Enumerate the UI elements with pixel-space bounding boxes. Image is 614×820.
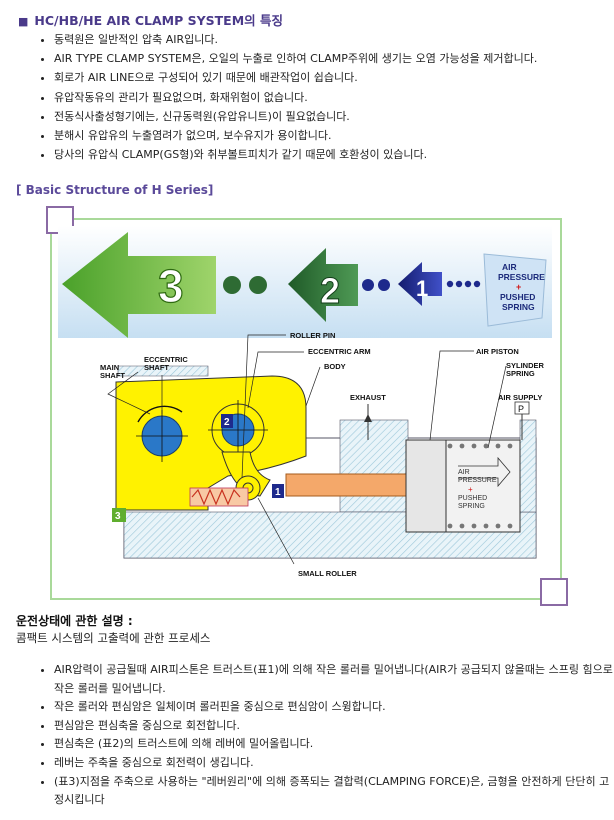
cylinder-spring-dots [447,443,513,529]
list-item: 당사의 유압식 CLAMP(GS형)와 취부볼트피치가 같기 때문에 호환성이 … [54,145,614,164]
dot [378,279,390,291]
arrow-step-1 [398,262,442,306]
feature-list: 동력원은 일반적인 압축 AIR입니다. AIR TYPE CLAMP SYST… [36,30,614,164]
list-item: 편심암은 편심축을 중심으로 회전합니다. [54,717,614,736]
label-cylinder-spring: SYLINDER [506,361,545,370]
inner-arrow [458,456,511,488]
air-label-line: PUSHED [500,292,535,302]
inner-air-text: SPRING [458,503,485,510]
yellow-lever [115,375,307,511]
list-item: 작은 롤러와 편심암은 일체이며 롤러핀을 중심으로 편심암이 스윙합니다. [54,698,614,717]
operation-title: 운전상태에 관한 설명 : [16,614,133,628]
list-item: 전동식사출성형기에는, 신규동력원(유압유니트)이 필요없습니다. [54,107,614,126]
list-item: 편심축은 (표2)의 트러스트에 의해 레버에 밀어올립니다. [54,735,614,754]
air-label-card [483,253,547,327]
label-eccentric-shaft: ECCENTRIC [144,355,188,364]
label-eccentric-shaft: SHAFT [144,363,169,372]
square-bullet-icon: ■ [18,15,29,28]
label-roller-pin: ROLLER PIN [290,331,335,340]
port-p-box [514,401,530,415]
marker-1 [272,484,284,498]
list-item: 분해시 유압유의 누출염려가 없으며, 보수유지가 용이합니다. [54,126,614,145]
label-exhaust: EXHAUST [350,393,386,402]
marker-3 [112,508,126,522]
clamp-structure-diagram: 3 2 1 AIR PRESSURE + PUSHED SPRING [58,226,552,578]
arrow-number-3: 3 [158,260,184,312]
corner-box-bottom-right [540,578,568,606]
exhaust-arrow [364,414,372,422]
label-cylinder-spring: SPRING [506,369,535,378]
list-item: 레버는 주축을 중심으로 회전력이 생깁니다. [54,754,614,773]
dot [223,276,241,294]
air-label-line: SPRING [502,302,535,312]
operation-subtitle: 콤팩트 시스템의 고출력에 관한 프로세스 [16,631,211,645]
air-label-plus: + [516,282,521,292]
label-main-shaft: SHAFT [100,371,125,380]
label-main-shaft: MAIN [100,363,119,372]
mechanism-drawing: AIR PRESSURE + PUSHED SPRING P 2 1 3 [100,331,545,578]
arrow-step-2 [288,248,358,322]
dot [455,280,463,288]
hatch [117,365,209,377]
arrow-step-3 [62,232,216,338]
dot [249,276,267,294]
section-title-text: HC/HB/HE AIR CLAMP SYSTEM의 특징 [34,13,283,28]
housing-hatch [339,419,409,513]
section-title: ■ HC/HB/HE AIR CLAMP SYSTEM의 특징 [18,10,283,29]
air-piston [405,439,447,533]
arrow-number-2: 2 [320,270,340,311]
port-p-label: P [518,404,524,414]
inner-air-text: PUSHED [458,495,487,502]
air-label-line: PRESSURE [498,272,545,282]
list-item: 동력원은 일반적인 압축 AIR입니다. [54,30,614,49]
diagram-labels: ROLLER PIN ECCENTRIC ARM ECCENTRIC SHAFT… [100,331,545,578]
label-eccentric-arm: ECCENTRIC ARM [308,347,371,356]
dot [446,280,454,288]
label-body: BODY [324,362,346,371]
dot [464,280,472,288]
label-air-piston: AIR PISTON [476,347,519,356]
inner-air-plus: + [468,485,473,494]
process-arrows: 3 2 1 AIR PRESSURE + PUSHED SPRING [58,226,552,338]
dot [473,280,481,288]
air-label-line: AIR [502,262,517,272]
inner-air-text: PRESSURE [458,477,497,484]
list-item: 회로가 AIR LINE으로 구성되어 있기 때문에 배관작업이 쉽습니다. [54,68,614,87]
inner-air-text: AIR [458,469,470,476]
marker-3-text: 3 [115,511,121,522]
list-item: (표3)지점을 주축으로 사용하는 "레버원리"에 의해 증폭되는 결합력(CL… [54,773,614,810]
arrow-number-1: 1 [416,276,428,301]
list-item: 유압작동유의 관리가 필요없으며, 화재위험이 없습니다. [54,88,614,107]
marker-2-text: 2 [224,417,230,428]
rotation-arrow [137,405,183,423]
leader-lines [107,334,507,565]
marker-2 [221,414,233,428]
label-small-roller: SMALL ROLLER [298,569,357,578]
dot [362,279,374,291]
spring-coil [191,488,241,506]
marker-1-text: 1 [275,487,281,498]
list-item: AIR압력이 공급될때 AIR피스톤은 트러스트(표1)에 의해 작은 롤러를 … [54,661,614,698]
piston-rod [285,473,407,497]
operation-list: AIR압력이 공급될때 AIR피스톤은 트러스트(표1)에 의해 작은 롤러를 … [36,661,614,810]
list-item: AIR TYPE CLAMP SYSTEM은, 오일의 누출로 인하여 CLAM… [54,49,614,68]
basic-structure-title: [ Basic Structure of H Series] [16,183,214,197]
label-air-supply: AIR SUPPLY [498,393,542,402]
